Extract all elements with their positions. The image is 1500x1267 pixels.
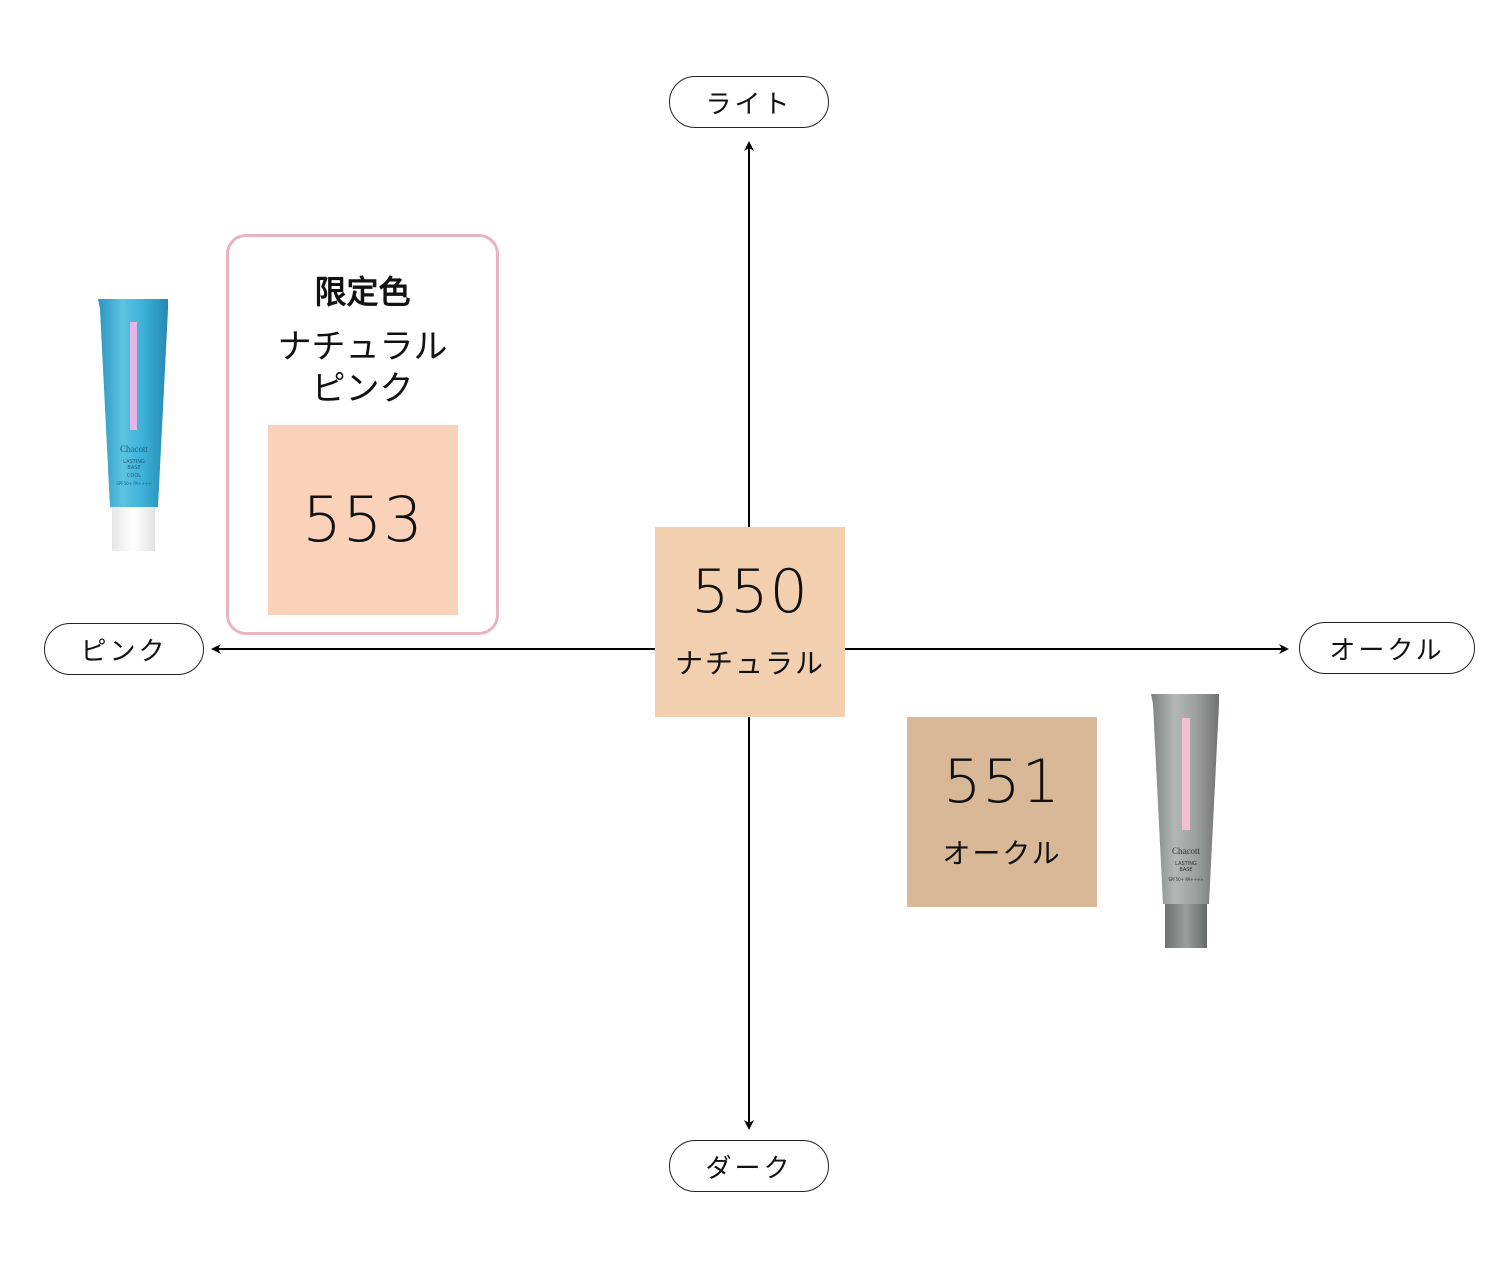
- shade-swatch-553: 553: [268, 425, 458, 615]
- shade-name: オークル: [942, 837, 1062, 870]
- axis-label-ochre-text: オークル: [1329, 635, 1445, 666]
- shade-swatch-550: 550 ナチュラル: [655, 527, 845, 717]
- axis-label-pink: ピンク: [44, 623, 204, 675]
- svg-text:BASE: BASE: [1179, 867, 1192, 873]
- axis-label-pink-text: ピンク: [80, 636, 168, 667]
- limited-badge: 限定色: [314, 273, 411, 311]
- product-tube-image: Chacott LASTING BASE SPF50+ PA++++: [1151, 694, 1219, 948]
- svg-text:Chacott: Chacott: [120, 444, 148, 454]
- axis-label-ochre: オークル: [1299, 622, 1475, 674]
- shade-swatch-551: 551 オークル: [907, 717, 1097, 907]
- svg-text:LASTING: LASTING: [1175, 861, 1197, 867]
- svg-text:SPF50+ PA++++: SPF50+ PA++++: [1168, 877, 1203, 882]
- limited-name-line2: ピンク: [311, 369, 414, 409]
- svg-text:COOL: COOL: [127, 473, 141, 479]
- axis-label-dark-text: ダーク: [705, 1153, 793, 1184]
- shade-name: ナチュラル: [674, 647, 825, 680]
- svg-text:Chacott: Chacott: [1172, 846, 1200, 856]
- shade-code: 550: [691, 557, 809, 627]
- shade-code: 551: [943, 747, 1061, 817]
- axis-label-light-text: ライト: [705, 89, 793, 120]
- limited-name-line1: ナチュラル: [277, 327, 448, 367]
- product-tube-cool-image: Chacott LASTING BASE COOL SPF50+ PA++++: [98, 299, 168, 551]
- shade-code: 553: [302, 483, 424, 556]
- limited-edition-card: 限定色 ナチュラル ピンク 553: [226, 234, 499, 635]
- axis-label-dark: ダーク: [669, 1140, 829, 1192]
- svg-text:SPF50+ PA++++: SPF50+ PA++++: [116, 481, 151, 486]
- axis-label-light: ライト: [669, 76, 829, 128]
- svg-text:LASTING: LASTING: [123, 459, 145, 465]
- svg-text:BASE: BASE: [127, 465, 140, 471]
